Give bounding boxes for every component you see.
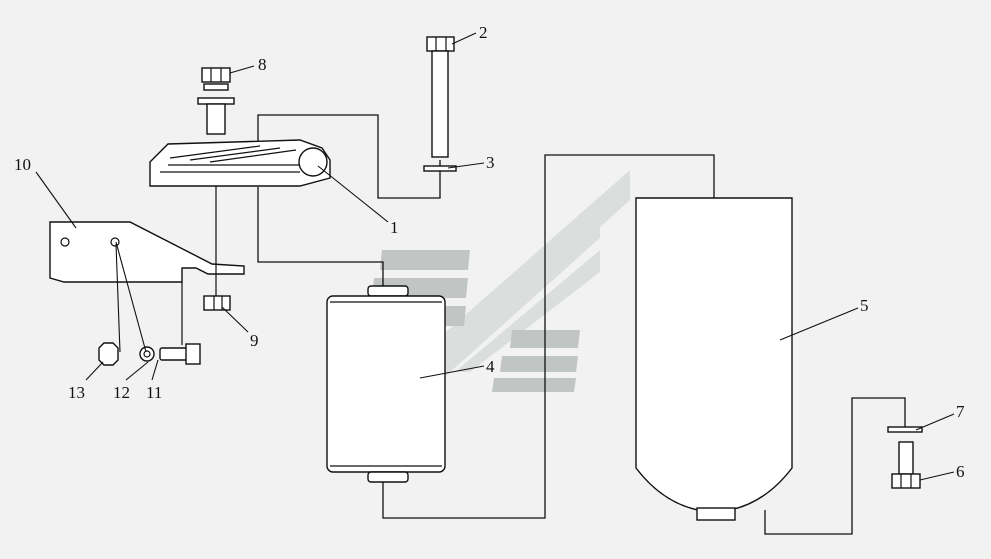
leader-lines	[35, 32, 955, 481]
water-separator-5	[635, 197, 793, 521]
fuel-lines	[257, 114, 906, 535]
filter-element-4	[326, 285, 446, 483]
bolt-8	[197, 67, 235, 135]
bolt-2	[426, 36, 455, 158]
callout-12: 12	[113, 383, 130, 402]
callout-2: 2	[479, 23, 488, 42]
callout-9: 9	[250, 331, 259, 350]
callout-7: 7	[956, 402, 965, 421]
callout-1: 1	[390, 218, 399, 237]
washer-7	[887, 426, 923, 433]
callout-3: 3	[486, 153, 495, 172]
callout-4: 4	[486, 357, 495, 376]
bolt-11	[159, 343, 201, 365]
callout-11: 11	[146, 383, 162, 402]
bolt-6	[891, 441, 921, 489]
washer-3	[423, 165, 457, 172]
filter-head	[149, 139, 331, 296]
callout-labels: 1 2 3 4 5 6 7 8 9 10 11 12 13	[14, 23, 965, 481]
callout-13: 13	[68, 383, 85, 402]
nut-13	[98, 342, 119, 366]
callout-6: 6	[956, 462, 965, 481]
callout-8: 8	[258, 55, 267, 74]
callout-10: 10	[14, 155, 31, 174]
callout-5: 5	[860, 296, 869, 315]
mounting-bracket	[49, 221, 245, 345]
nut-9	[203, 295, 231, 311]
washer-12	[139, 346, 155, 362]
